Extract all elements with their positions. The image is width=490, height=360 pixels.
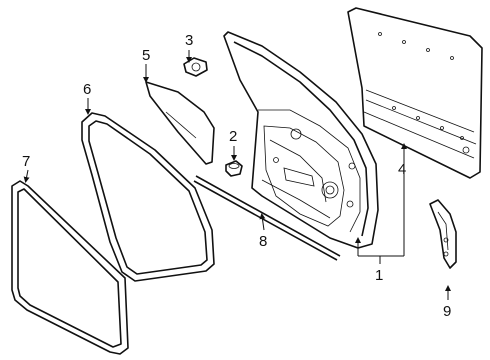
outer-door-panel	[347, 7, 483, 179]
door-opening-seal	[81, 112, 215, 282]
trim-panel	[145, 81, 215, 165]
callout-3: 3	[185, 32, 193, 49]
belt-molding-strip	[193, 175, 341, 261]
callout-9: 9	[443, 303, 451, 320]
callout-7: 7	[22, 153, 30, 170]
callout-8: 8	[259, 233, 267, 250]
callout-6: 6	[83, 81, 91, 98]
outer-weatherstrip-seal	[11, 180, 129, 355]
reinforcement-bracket	[429, 199, 457, 269]
callout-5: 5	[142, 47, 150, 64]
grommet	[183, 57, 208, 77]
callout-1: 1	[375, 267, 383, 284]
door-bumper	[225, 160, 243, 177]
leader-lines	[23, 50, 451, 300]
callout-4: 4	[398, 161, 406, 178]
callout-2: 2	[229, 128, 237, 145]
door-shell	[223, 31, 379, 249]
